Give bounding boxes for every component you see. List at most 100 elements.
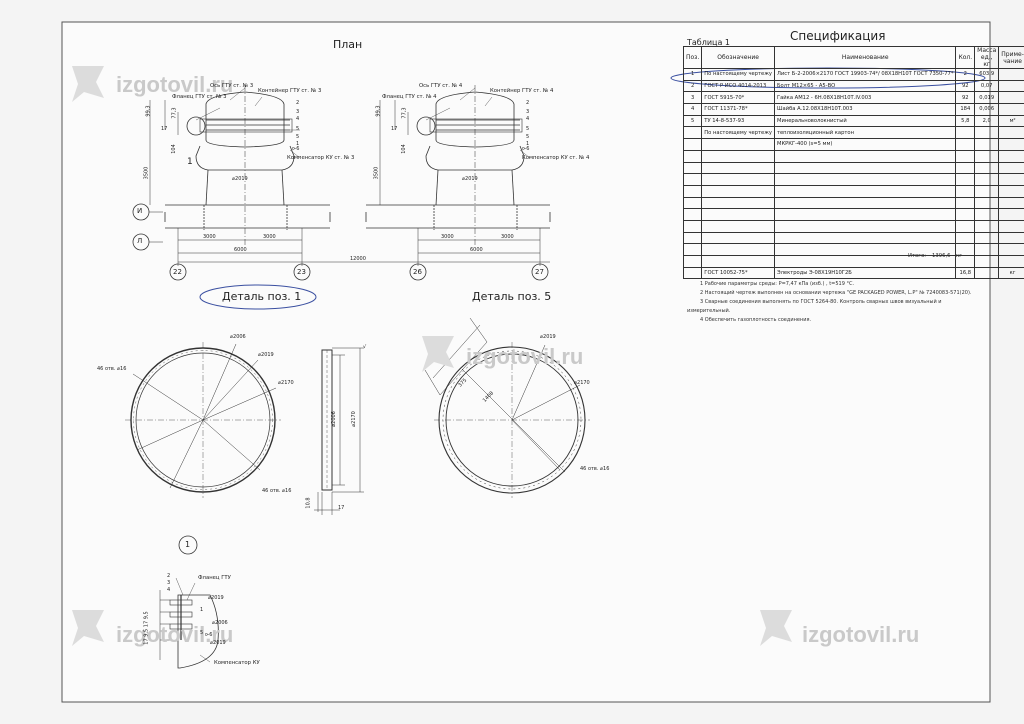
spec-row [682,196,1024,210]
spec-cell: ГОСТ 5915-70* [701,91,775,105]
spec-cell [773,219,957,233]
spec-cell: 5 [682,114,703,128]
detail1-section-mark: √ [363,344,367,350]
plan-left-compensator-label: Компенсатор КУ ст. № 3 [287,155,355,161]
spec-row [682,184,1024,198]
spec-total-value: 1396,6 [932,253,951,259]
spec-cell [682,208,703,221]
spec-cell [955,138,976,151]
spec-cell [974,184,1000,198]
watermark-text: izgotovil.ru [116,622,234,647]
spec-cell: 2,0 [974,114,1000,128]
plan-right-flange-label: Фланец ГТУ ст. № 4 [382,94,437,100]
axis-marker: 23 [297,268,306,276]
plan-left-pos: 3 [296,109,300,115]
spec-cell [682,138,703,151]
plan-right-pos: 5 [526,126,530,132]
spec-cell [998,103,1024,116]
spec-cell: 0,006 [974,103,1000,116]
spec-cell [998,255,1024,268]
spec-header-qty: Кол. [955,46,976,69]
detail1-section-t: 17 [338,505,345,511]
spec-cell [773,184,957,198]
spec-cell [701,184,775,198]
spec-cell: 0,019 [974,91,1000,105]
spec-cell [682,266,703,280]
plan-right-pos: 4 [526,116,530,122]
watermark-logos [72,66,792,646]
plan-left-axis-label: Ось ГТУ ст. № 3 [210,83,254,89]
spec-cell [998,79,1024,93]
spec-cell [682,126,703,140]
spec-row [682,255,1024,268]
plan-right-dim1: 99,3 [375,105,382,117]
plan-dim-half: 3000 [203,234,216,240]
plan-right-diameter: ⌀2019 [462,176,478,182]
node1-pos: 5 [200,630,204,636]
detail5-title: Деталь поз. 5 [472,290,552,303]
spec-header-mass: Масса ед., кг [974,46,1000,69]
node1-pos: 3 [167,580,171,586]
spec-cell [773,196,957,210]
plan-left-pos: 1 [296,141,300,147]
spec-cell [701,219,775,233]
detail1-section-view [314,347,364,515]
spec-cell [955,219,976,233]
spec-cell [773,208,957,221]
spec-cell: кг [998,266,1024,280]
spec-cell [682,243,703,256]
spec-cell [974,149,1000,163]
plan-right-pos: 1 [526,141,530,147]
plan-right-dim2: 77,3 [401,107,408,119]
spec-cell: Минеральноволокнистый [773,114,957,128]
watermark-text: izgotovil.ru [116,72,234,97]
spec-header-note: Приме-чание [998,46,1024,69]
plan-title: План [333,38,363,51]
spec-cell: 0,07 [974,79,1000,93]
plan-right-weld: ⊳6 [522,146,530,152]
detail1-section-d2: ⌀2170 [350,411,357,427]
plan-dim-half: 3000 [263,234,276,240]
spec-cell: МКРКГ-400 (s=5 мм) [773,138,957,151]
spec-cell [682,231,703,245]
spec-cell [974,208,1000,221]
plan-right-view [365,85,551,281]
note-line: измерительный. [687,308,731,314]
spec-cell [701,231,775,245]
plan-left-weld: ⊳6 [292,146,300,152]
node1-d1: ⌀2019 [208,595,224,601]
spec-cell [955,231,976,245]
plan-left-dim3: 17 [161,126,168,132]
detail1-d-out: ⌀2170 [278,380,294,386]
plan-dim-half: 3000 [501,234,514,240]
axis-marker: 26 [413,268,422,276]
spec-cell [974,138,1000,151]
spec-cell: ГОСТ Р ИСО 4014-2013 [701,79,775,93]
note-line: 3 Сварные соединения выполнять по ГОСТ 5… [700,299,942,305]
spec-cell: 92 [955,79,976,93]
detail5-d-out: ⌀2170 [574,380,590,386]
spec-cell: 184 [955,103,976,116]
spec-cell [682,196,703,210]
detail1-d-in: ⌀2006 [230,334,246,340]
spec-cell [998,196,1024,210]
node1-pos: 4 [167,587,171,593]
spec-cell: 603,9 [974,68,1000,81]
watermark-text: izgotovil.ru [802,622,920,647]
plan-dim-half: 3000 [441,234,454,240]
spec-total-unit: кг [956,253,962,259]
spec-cell: ГОСТ 10052-75* [701,266,775,280]
node1-pos: 1 [200,607,204,613]
spec-cell: Болт М12×65 - А5-ВО [773,79,957,93]
spec-cell [998,138,1024,151]
spec-header-name: Наименование [773,46,957,69]
detail1-title: Деталь поз. 1 [222,290,302,303]
plan-left-dim4: 104 [170,144,177,154]
detail1-holes: 46 отв. ⌀16 [97,366,127,372]
